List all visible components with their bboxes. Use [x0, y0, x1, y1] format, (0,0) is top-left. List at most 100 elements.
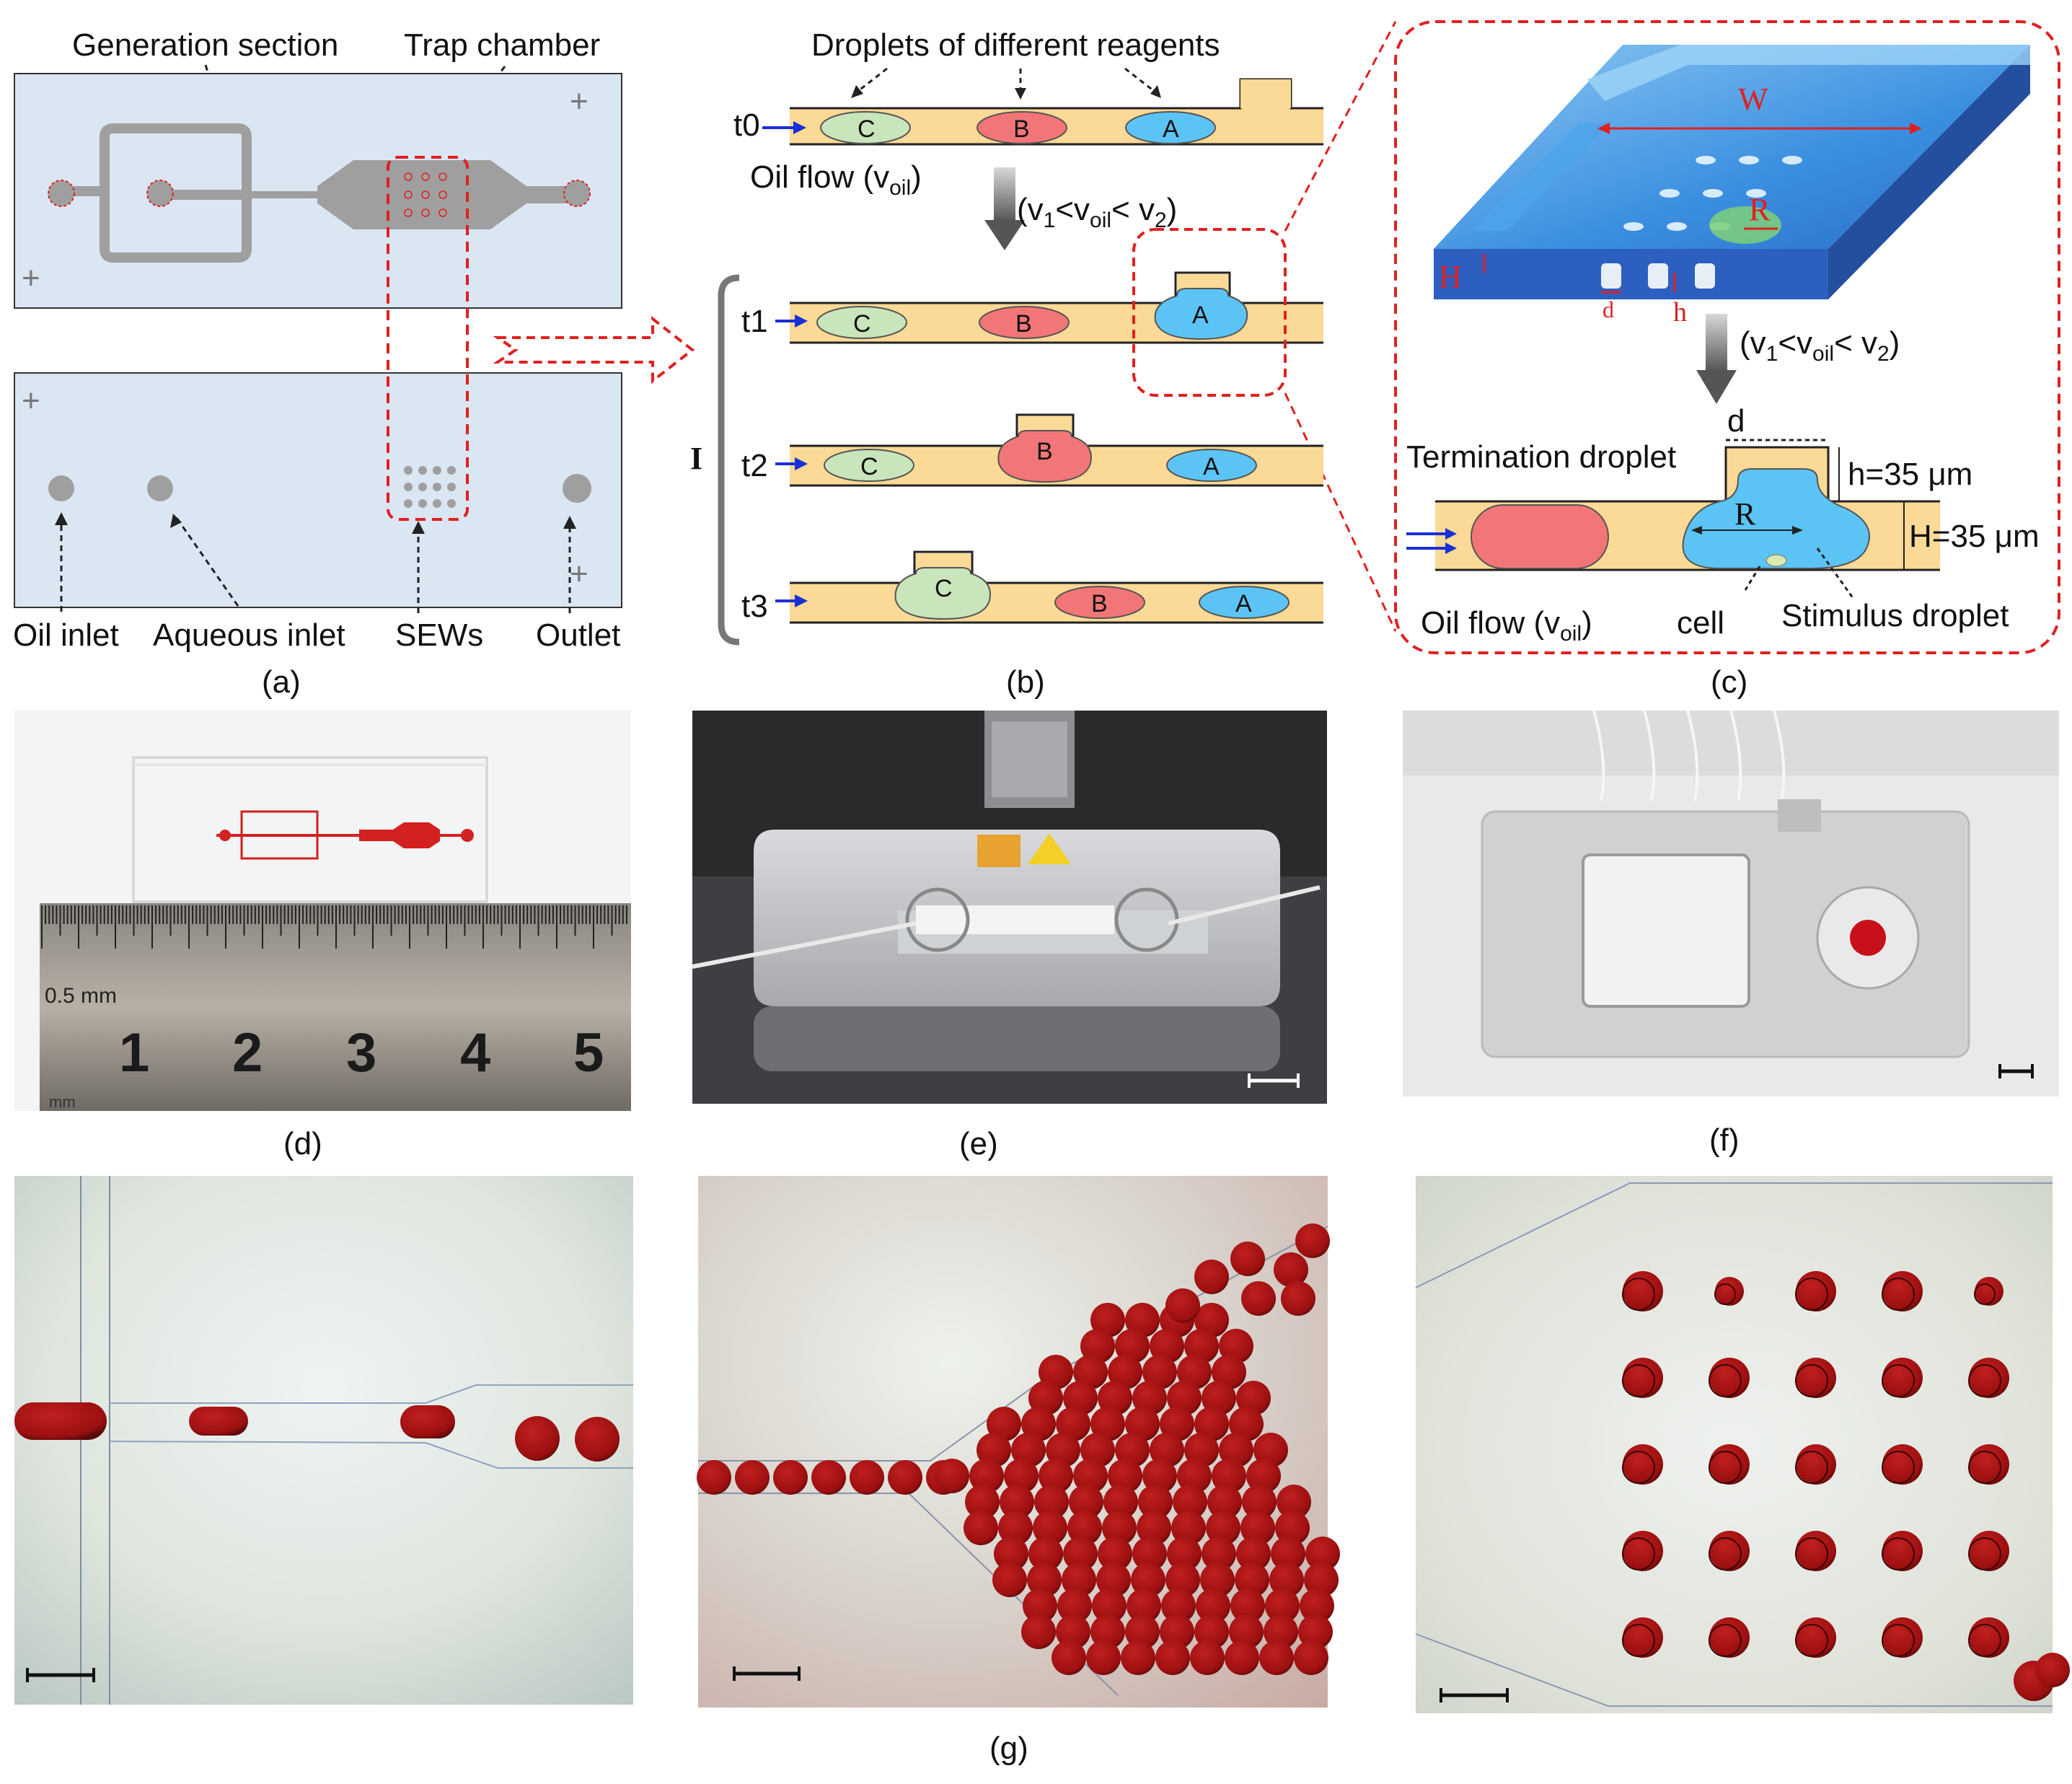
droplet [1235, 1563, 1269, 1597]
trapped-droplet [1969, 1358, 2009, 1398]
droplet [1275, 1511, 1310, 1545]
droplet [1046, 1433, 1080, 1467]
droplet [1098, 1537, 1132, 1571]
label-H-value: H=35 μm [1909, 519, 2040, 554]
droplet [987, 1407, 1021, 1441]
droplet-rim [1714, 1283, 1736, 1305]
droplet-label-b: B [1091, 590, 1108, 618]
droplet [1240, 1511, 1275, 1545]
droplet [697, 1460, 731, 1495]
droplet [1200, 1563, 1235, 1597]
droplet [1242, 1485, 1277, 1519]
trapped-droplet [1623, 1358, 1663, 1398]
flow-arrow-icon [1445, 528, 1457, 540]
label-termination-droplet: Termination droplet [1406, 439, 1676, 475]
droplet [1171, 1511, 1206, 1545]
droplet [1225, 1640, 1259, 1675]
droplet [1069, 1485, 1103, 1519]
trapped-droplet [1882, 1617, 1923, 1658]
label-sews: SEWs [395, 618, 483, 653]
flow-arrow-icon [795, 315, 808, 328]
trapped-droplet [1975, 1277, 2003, 1306]
droplet [1090, 1303, 1125, 1337]
label-R: R [1749, 192, 1771, 227]
channel-t1: C B A t1 [741, 271, 1323, 344]
panel-g-left [14, 1176, 633, 1705]
droplet [1004, 1459, 1039, 1493]
droplet [1131, 1563, 1165, 1597]
channel-t3: C B A t3 [741, 550, 1323, 624]
droplet [1202, 1537, 1236, 1571]
droplet-label-a: A [1235, 590, 1252, 618]
droplet [1229, 1407, 1264, 1441]
droplet [1150, 1329, 1184, 1363]
droplet-label-a: A [1192, 302, 1209, 329]
trapped-droplet [1709, 1617, 1750, 1658]
panel-label-c: (c) [1711, 664, 1747, 700]
outlet-hole [563, 474, 591, 503]
cross-section-channel [1435, 446, 1940, 571]
stimulus-droplet [1682, 468, 1870, 569]
label-aqueous-inlet: Aqueous inlet [153, 618, 345, 653]
chip-3d-front [1434, 249, 1828, 299]
droplet [1236, 1381, 1271, 1415]
label-generation-section: Generation section [72, 27, 338, 63]
droplet [1194, 1303, 1229, 1337]
droplet-label-b: B [1013, 115, 1030, 143]
well-array [1623, 156, 1802, 231]
panel-label-a: (a) [262, 664, 301, 700]
droplet [1207, 1485, 1242, 1519]
droplet [1121, 1640, 1155, 1675]
trap-wells [404, 172, 447, 217]
droplet [1236, 1537, 1271, 1571]
droplet [1062, 1563, 1096, 1597]
trapped-droplet [1796, 1444, 1836, 1485]
droplet [1137, 1511, 1171, 1545]
zoom-highlight [1132, 228, 1287, 397]
ruler-numbers: 1 2 3 4 5 [119, 1022, 604, 1084]
droplet [1206, 1511, 1240, 1545]
channel-t0: C B A t0 [733, 78, 1323, 146]
droplet-rim [1709, 1624, 1742, 1657]
trapped-droplet [1796, 1531, 1836, 1571]
label-d: d [1727, 403, 1745, 439]
panel-g-middle [697, 1176, 1340, 1708]
label-R-cross: R [1734, 496, 1756, 532]
droplet-label-a: A [1163, 115, 1179, 143]
droplet-c [820, 111, 911, 144]
panel-b: Droplets of different reagents C B A t0 [690, 21, 1397, 700]
label-oil-inlet: Oil inlet [13, 618, 119, 653]
trapped-droplet [1882, 1531, 1923, 1571]
droplet-rim [1882, 1537, 1915, 1570]
droplet [1039, 1355, 1073, 1389]
droplet [1115, 1329, 1150, 1363]
droplet [1295, 1223, 1330, 1258]
droplet [1212, 1459, 1246, 1493]
droplet [1132, 1537, 1167, 1571]
droplet [1269, 1563, 1304, 1597]
droplet [1155, 1640, 1190, 1675]
droplet-label-a: A [1203, 453, 1220, 480]
ruler-mm: mm [49, 1093, 76, 1111]
trapped-droplet [1882, 1444, 1923, 1485]
droplet-rim [1622, 1278, 1655, 1311]
droplet [1108, 1355, 1142, 1389]
droplet-rim [1622, 1624, 1655, 1657]
droplet [1034, 1485, 1069, 1519]
label-d-3d: d [1603, 296, 1614, 322]
droplet [1096, 1563, 1131, 1597]
outlet-port [563, 180, 591, 207]
svg-text:3: 3 [346, 1022, 376, 1084]
droplet-rim [1968, 1624, 2001, 1657]
trapped-droplet [1709, 1358, 1750, 1398]
droplet-rim [1968, 1537, 2001, 1570]
bottom-pointers [60, 517, 571, 613]
oil-inlet-port [48, 180, 75, 207]
droplet [1246, 1459, 1281, 1493]
termination-droplet [1471, 504, 1609, 569]
droplet-rim [1622, 1364, 1655, 1397]
droplet [1167, 1537, 1202, 1571]
droplet [1277, 1485, 1311, 1519]
zoom-line-bottom [1284, 392, 1397, 632]
